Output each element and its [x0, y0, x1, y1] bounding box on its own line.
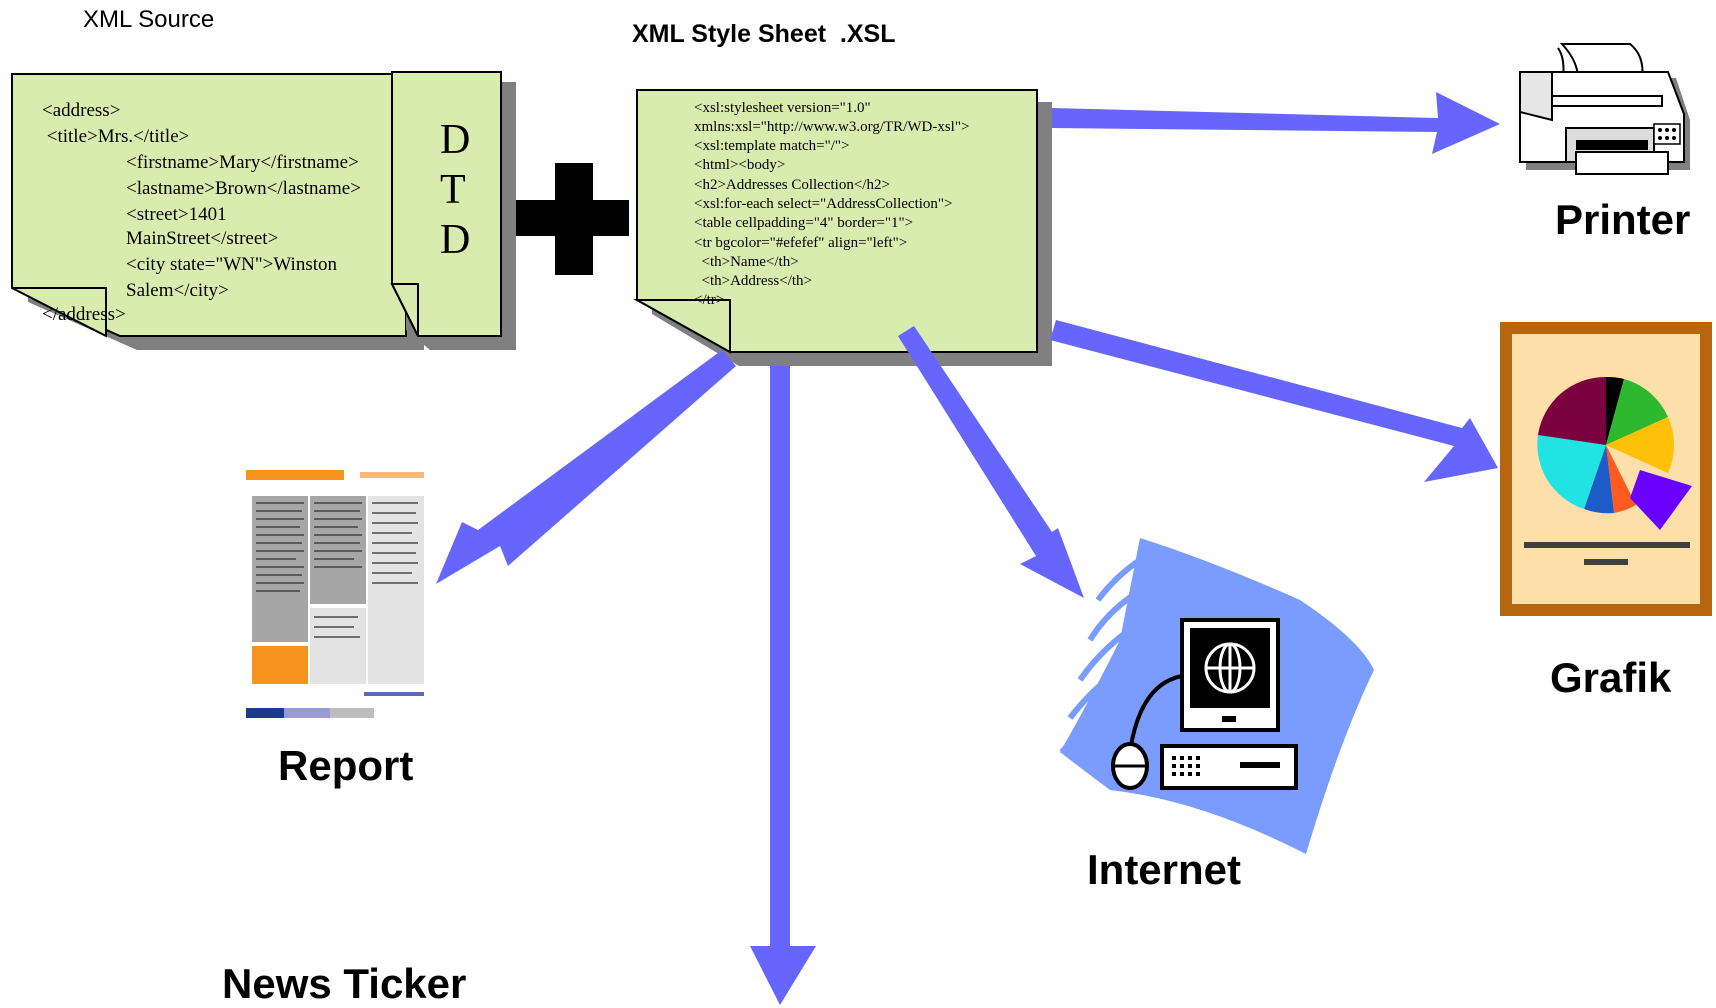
arrows	[436, 92, 1500, 1005]
xsl-line: </tr>	[694, 292, 725, 308]
xsl-line: <th>Name</th>	[694, 254, 799, 270]
news-ticker-label: News Ticker	[222, 960, 467, 1007]
xsl-line: <table cellpadding="4" border="1">	[694, 215, 914, 231]
grafik-label: Grafik	[1550, 654, 1672, 701]
xsl-line: <tr bgcolor="#efefef" align="left">	[694, 235, 908, 251]
xml-line: <title>Mrs.</title>	[42, 126, 190, 147]
report-label: Report	[278, 742, 414, 789]
dtd-letter: D	[440, 217, 471, 263]
plus-icon	[516, 163, 629, 275]
xsl-line: <xsl:for-each select="AddressCollection"…	[694, 196, 953, 212]
chart-poster-icon	[1500, 322, 1712, 616]
arrow-to-internet	[898, 326, 1084, 598]
arrow-to-printer	[1052, 92, 1500, 154]
xml-line: <street>1401	[126, 204, 227, 225]
arrow-to-grafik	[1050, 320, 1498, 482]
dtd-document	[390, 71, 516, 350]
xml-line: <firstname>Mary</firstname>	[126, 152, 359, 173]
xml-line: <lastname>Brown</lastname>	[126, 178, 361, 199]
xsl-title-label: XML Style Sheet .XSL	[632, 20, 896, 48]
xml-line: </address>	[42, 304, 126, 325]
xsl-line: xmlns:xsl="http://www.w3.org/TR/WD-xsl">	[694, 119, 970, 135]
xsl-line: <html><body>	[694, 157, 786, 173]
xml-line: <address>	[42, 100, 121, 121]
computer-globe-icon	[1059, 538, 1374, 854]
printer-label: Printer	[1555, 196, 1691, 243]
xsl-line: <xsl:template match="/">	[694, 138, 850, 154]
xml-source-label: XML Source	[83, 6, 215, 33]
xml-line: MainStreet</street>	[126, 228, 279, 249]
internet-label: Internet	[1087, 846, 1242, 893]
arrow-to-report	[436, 350, 736, 584]
arrow-to-news-ticker	[750, 366, 816, 1005]
xsl-document	[633, 89, 1052, 366]
xml-line: Salem</city>	[126, 280, 229, 301]
xsl-line: <h2>Addresses Collection</h2>	[694, 177, 890, 193]
xsl-line: <xsl:stylesheet version="1.0"	[694, 100, 871, 116]
xsl-line: <th>Address</th>	[694, 273, 813, 289]
report-document-icon	[244, 466, 430, 718]
dtd-letter: T	[440, 167, 466, 213]
printer-icon	[1519, 43, 1690, 175]
xml-source-document	[11, 73, 424, 350]
dtd-letter: D	[440, 117, 471, 163]
xml-line: <city state="WN">Winston	[126, 254, 337, 275]
